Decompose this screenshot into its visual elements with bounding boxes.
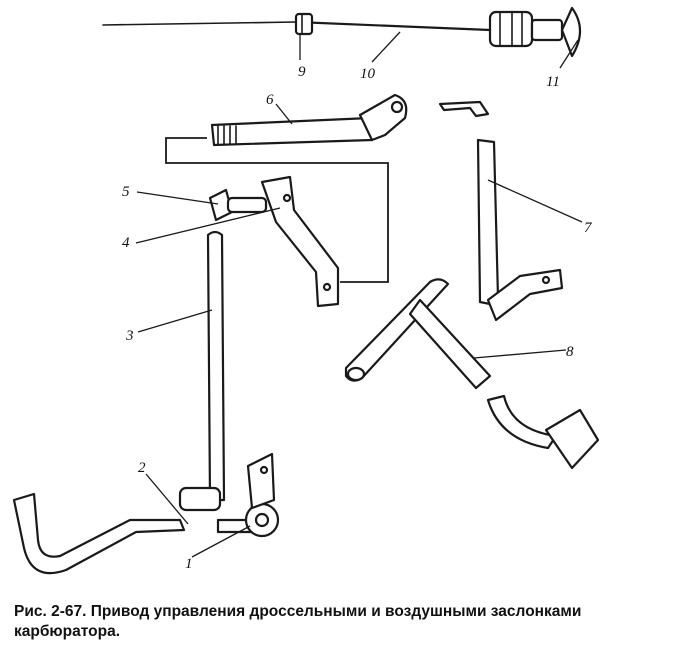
- callout-8: 8: [566, 344, 574, 360]
- callout-6: 6: [266, 92, 274, 108]
- figure-caption: Рис. 2-67. Привод управления дроссельным…: [14, 603, 582, 640]
- accelerator-rod: [438, 100, 564, 322]
- throttle-shaft-lever: [210, 93, 408, 147]
- vertical-rod: [206, 230, 226, 502]
- connection-line: [165, 137, 389, 283]
- callout-5: 5: [122, 184, 130, 200]
- bracket: [260, 175, 340, 308]
- accelerator-pedal: [344, 278, 600, 470]
- choke-cable-assembly: [102, 6, 582, 58]
- callout-4: 4: [122, 235, 130, 251]
- callout-10: 10: [360, 66, 376, 82]
- callout-3: 3: [125, 328, 134, 344]
- carburetor-linkage-diagram: 1 2 3 4 5 6 7 8 9 10 11: [12, 6, 600, 575]
- lower-linkage: [12, 452, 280, 575]
- callout-2: 2: [138, 460, 146, 476]
- callout-1: 1: [185, 556, 193, 572]
- nut: [208, 188, 268, 222]
- callout-11: 11: [546, 74, 560, 90]
- callout-9: 9: [298, 64, 306, 80]
- leader-lines: [135, 31, 583, 558]
- callout-7: 7: [584, 220, 593, 236]
